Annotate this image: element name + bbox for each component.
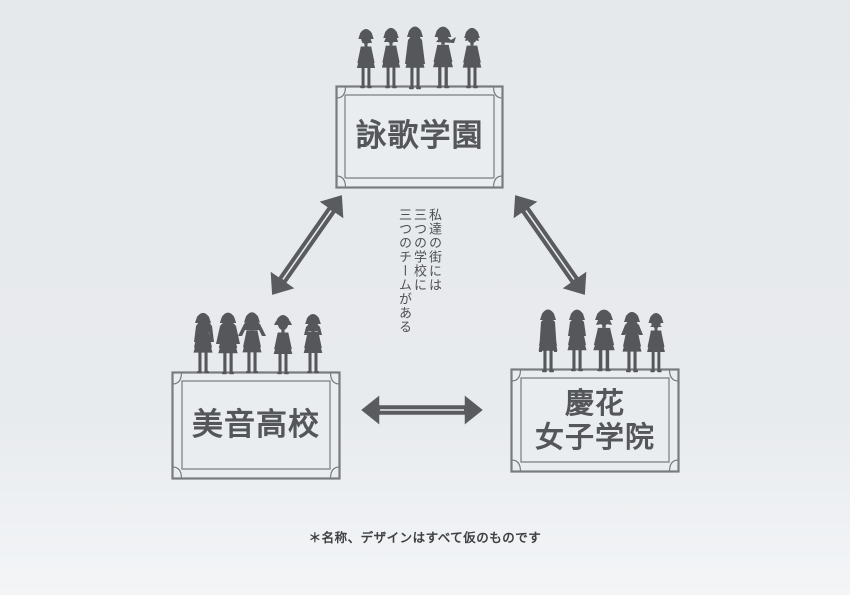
school-plate-left: 美音高校: [172, 372, 340, 479]
arrow-top-right: [511, 193, 589, 297]
footnote: ＊名称、デザインはすべて仮のものです: [308, 530, 542, 545]
arrow-top-left: [268, 193, 346, 297]
center-text-line-1: 私達の街には: [426, 208, 441, 292]
frame-right: [510, 368, 680, 473]
school-plate-top: 詠歌学園: [336, 86, 503, 188]
center-text-line-3: 三つのチームがある: [396, 208, 411, 334]
center-text-line-2: 三つの学校に: [411, 208, 426, 292]
school-name-right: 慶花 女子学院: [534, 386, 655, 454]
team-silhouettes-right: [538, 309, 665, 373]
school-name-left: 美音高校: [192, 406, 320, 443]
team-silhouettes-top: [356, 26, 482, 90]
team-silhouettes-left: [193, 312, 323, 375]
frame-left: [171, 371, 341, 480]
school-name-top: 詠歌学園: [355, 118, 484, 155]
arrow-bottom: [358, 392, 486, 428]
school-plate-right: 慶花 女子学院: [511, 369, 679, 472]
frame-top: [335, 85, 504, 189]
